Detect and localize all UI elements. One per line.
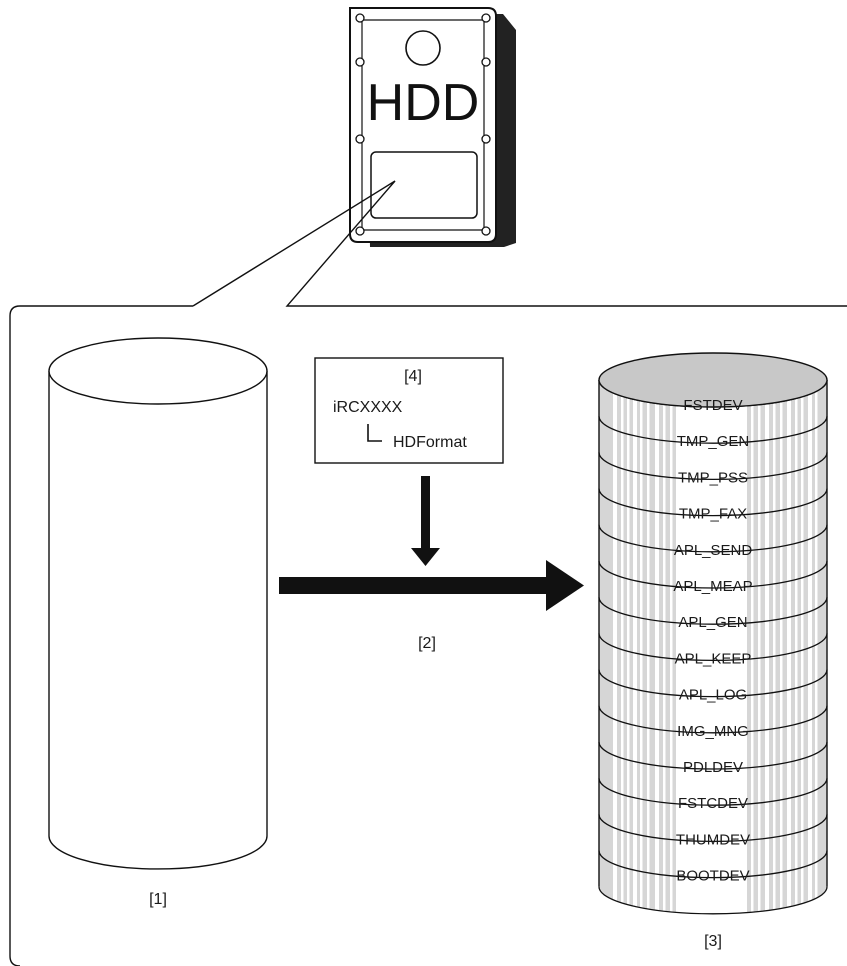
disk-label-column: [679, 380, 747, 914]
callout-frame: [9, 180, 847, 966]
partition-label: FSTDEV: [683, 397, 742, 414]
unformatted-disk-body: [48, 371, 268, 870]
partition-label: IMG_MNG: [677, 723, 749, 740]
machine-name: iRCXXXX: [333, 399, 403, 416]
partition-boundary: [598, 524, 828, 553]
partition-label: APL_KEEP: [675, 650, 752, 667]
disk-stripe: [663, 380, 666, 914]
partition-boundary: [598, 597, 828, 625]
disk-stripe: [621, 380, 624, 914]
disk-stripe: [647, 380, 650, 914]
partition-label: BOOTDEV: [676, 868, 749, 885]
partition-boundary: [598, 416, 828, 444]
command-name: HDFormat: [393, 434, 467, 451]
partition-boundary: [598, 778, 828, 806]
partition-label: THUMDEV: [676, 831, 750, 848]
partition-boundary: [598, 488, 828, 517]
partition-label: APL_LOG: [679, 687, 747, 704]
disk-stripe: [808, 380, 812, 914]
unformatted-disk: [48, 337, 268, 870]
disk-stripe: [655, 380, 659, 914]
label-2: [2]: [418, 635, 436, 652]
partition-boundary: [598, 741, 828, 770]
hdd-screws: [355, 13, 491, 236]
hdd-label: HDD: [367, 74, 480, 132]
label-3: [3]: [704, 933, 722, 950]
disk-stripe: [676, 380, 680, 914]
hdd-label-plate: [370, 151, 478, 219]
formatted-disk: FSTDEV TMP_GEN TMP_PSS TMP_FAX APL_SEND APL_M…: [598, 352, 828, 915]
format-arrow: [279, 560, 584, 611]
command-box-frame: [314, 357, 504, 464]
partition-label: FSTCDEV: [678, 795, 748, 812]
disk-stripe: [765, 380, 769, 914]
disk-stripe: [801, 380, 804, 914]
partition-boundary: [598, 669, 828, 698]
hdd-spindle-icon: [405, 30, 441, 66]
partition-boundary: [598, 633, 828, 662]
down-arrow: [411, 476, 440, 566]
partition-label: APL_MEAP: [673, 578, 752, 595]
disk-stripes: [613, 380, 818, 914]
disk-stripe: [780, 380, 783, 914]
partition-boundary: [598, 560, 828, 589]
disk-stripe: [787, 380, 791, 914]
disk-stripe: [633, 380, 637, 914]
disk-stripe: [795, 380, 798, 914]
disk-stripe: [640, 380, 643, 914]
command-box: [4] iRCXXXX HDFormat: [314, 357, 504, 464]
tree-branch-icon: [367, 424, 382, 442]
partition-label: TMP_FAX: [679, 506, 747, 523]
partition-label: TMP_PSS: [678, 469, 748, 486]
partition-label: APL_GEN: [678, 614, 747, 631]
disk-stripe: [815, 380, 818, 914]
label-4: [4]: [404, 368, 422, 385]
formatted-disk-top: [598, 352, 828, 408]
partition-boundary: [598, 814, 828, 843]
disk-stripe: [627, 380, 630, 914]
partition-boundary: [598, 850, 828, 879]
partition-label: PDLDEV: [683, 759, 743, 776]
disk-stripe: [670, 380, 673, 914]
label-1: [1]: [149, 891, 167, 908]
disk-stripe: [751, 380, 754, 914]
hdd-illustration: HDD: [349, 7, 516, 247]
disk-stripe: [773, 380, 776, 914]
partition-boundary: [598, 452, 828, 481]
unformatted-disk-top: [48, 337, 268, 405]
partition-label: APL_SEND: [674, 542, 753, 559]
partition-boundary: [598, 886, 828, 915]
partition-label: TMP_GEN: [677, 433, 750, 450]
disk-stripe: [758, 380, 761, 914]
partition-boundary: [598, 705, 828, 734]
